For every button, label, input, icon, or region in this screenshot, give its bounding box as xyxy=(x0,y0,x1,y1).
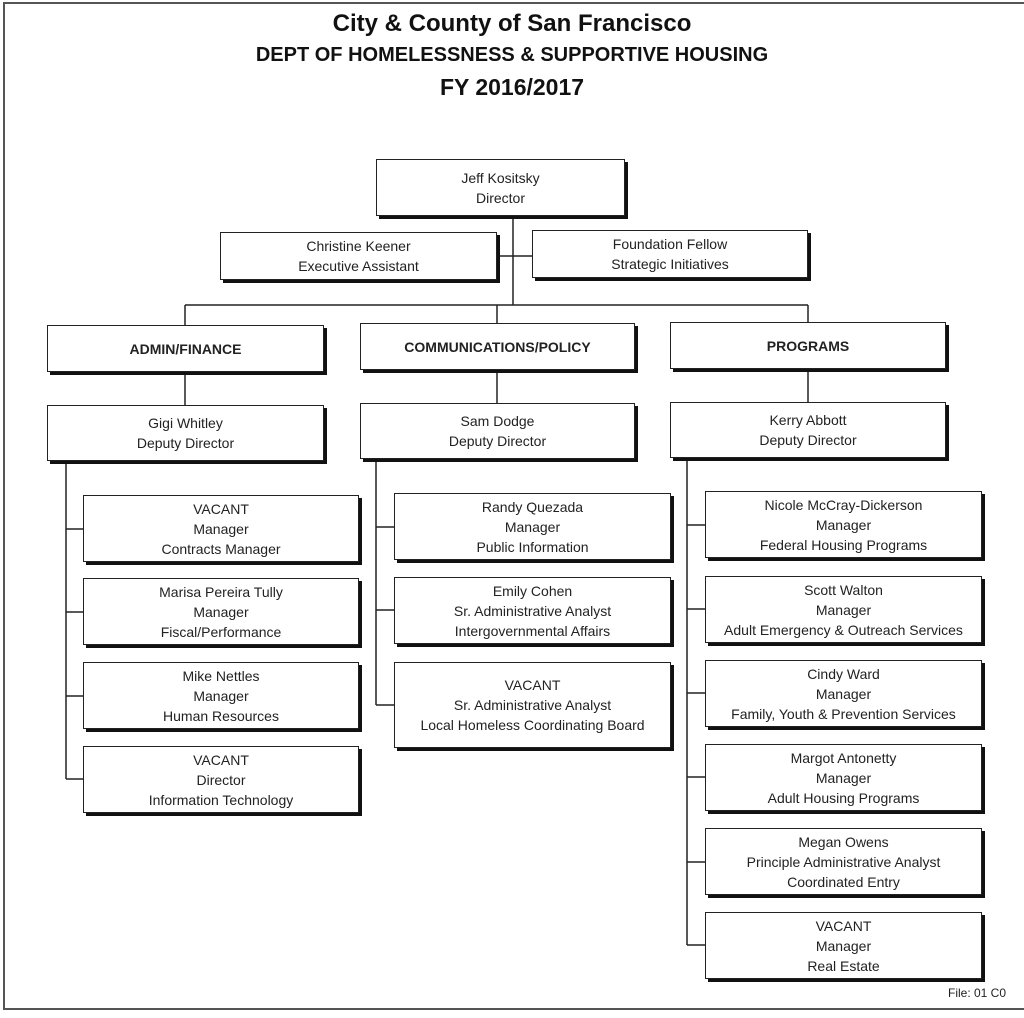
programs-deputy-box: Kerry Abbott Deputy Director xyxy=(670,402,946,458)
admin-deputy-box: Gigi Whitley Deputy Director xyxy=(47,405,324,461)
file-reference: File: 01 C0 xyxy=(948,986,1007,1000)
staff-title: Manager xyxy=(504,518,561,535)
staff-function: Intergovernmental Affairs xyxy=(454,622,611,639)
staff-function: Adult Housing Programs xyxy=(767,789,920,806)
staff-name: VACANT xyxy=(193,751,249,768)
admin-staff-box: Mike Nettles Manager Human Resources xyxy=(83,662,359,729)
assistant-name: Christine Keener xyxy=(306,238,411,254)
comms-staff-box: VACANT Sr. Administrative Analyst Local … xyxy=(394,662,671,748)
staff-title: Manager xyxy=(815,601,872,618)
staff-function: Federal Housing Programs xyxy=(759,536,928,553)
staff-name: Mike Nettles xyxy=(182,667,260,684)
staff-name: Megan Owens xyxy=(798,833,889,850)
staff-title: Manager xyxy=(193,687,249,704)
staff-title: Manager xyxy=(193,520,249,537)
staff-title: Manager xyxy=(815,769,872,786)
comms-heading-label: COMMUNICATIONS/POLICY xyxy=(404,338,591,355)
programs-staff-box: VACANT Manager Real Estate xyxy=(705,912,982,979)
foundation-fellow-box: Foundation Fellow Strategic Initiatives xyxy=(532,230,808,278)
staff-name: VACANT xyxy=(193,500,249,517)
programs-staff-box: Megan Owens Principle Administrative Ana… xyxy=(705,828,982,895)
comms-deputy-title: Deputy Director xyxy=(448,433,547,449)
staff-title: Sr. Administrative Analyst xyxy=(453,602,612,619)
staff-title: Sr. Administrative Analyst xyxy=(453,697,612,713)
comms-deputy-box: Sam Dodge Deputy Director xyxy=(360,403,635,459)
staff-function: Fiscal/Performance xyxy=(160,623,282,640)
programs-staff-box: Margot Antonetty Manager Adult Housing P… xyxy=(705,744,982,811)
admin-staff-box: Marisa Pereira Tully Manager Fiscal/Perf… xyxy=(83,578,359,645)
fellow-title: Strategic Initiatives xyxy=(611,256,729,272)
communications-policy-heading: COMMUNICATIONS/POLICY xyxy=(360,323,635,370)
admin-staff-box: VACANT Director Information Technology xyxy=(83,746,359,813)
staff-title: Manager xyxy=(815,685,872,702)
comms-deputy-name: Sam Dodge xyxy=(460,413,535,429)
programs-heading: PROGRAMS xyxy=(670,322,946,369)
staff-function: Information Technology xyxy=(148,791,294,808)
programs-deputy-title: Deputy Director xyxy=(759,432,857,448)
programs-staff-box: Nicole McCray-Dickerson Manager Federal … xyxy=(705,491,982,558)
staff-function: Local Homeless Coordinating Board xyxy=(420,717,645,733)
staff-title: Manager xyxy=(815,516,872,533)
comms-staff-box: Emily Cohen Sr. Administrative Analyst I… xyxy=(394,577,671,644)
programs-heading-label: PROGRAMS xyxy=(766,337,850,354)
staff-function: Human Resources xyxy=(163,707,279,724)
fellow-name: Foundation Fellow xyxy=(612,236,728,252)
admin-deputy-name: Gigi Whitley xyxy=(148,415,223,431)
admin-heading-label: ADMIN/FINANCE xyxy=(129,340,242,357)
staff-function: Coordinated Entry xyxy=(787,873,900,890)
staff-name: Randy Quezada xyxy=(481,498,584,515)
page-frame xyxy=(3,2,1024,1010)
staff-name: Margot Antonetty xyxy=(790,749,897,766)
director-name: Jeff Kositsky xyxy=(461,169,540,186)
staff-function: Real Estate xyxy=(807,957,880,974)
staff-function: Public Information xyxy=(476,538,589,555)
fiscal-year: FY 2016/2017 xyxy=(439,74,585,100)
director-box: Jeff Kositsky Director xyxy=(376,159,625,216)
staff-name: Nicole McCray-Dickerson xyxy=(764,496,923,513)
programs-deputy-name: Kerry Abbott xyxy=(769,412,847,428)
staff-name: Cindy Ward xyxy=(807,665,880,682)
staff-name: VACANT xyxy=(815,917,872,934)
staff-title: Director xyxy=(196,771,246,788)
staff-name: Marisa Pereira Tully xyxy=(159,583,283,600)
staff-title: Manager xyxy=(193,603,249,620)
staff-name: VACANT xyxy=(504,677,561,693)
comms-staff-box: Randy Quezada Manager Public Information xyxy=(394,493,671,560)
department-title: DEPT OF HOMELESSNESS & SUPPORTIVE HOUSIN… xyxy=(255,44,769,66)
assistant-title: Executive Assistant xyxy=(298,258,419,274)
executive-assistant-box: Christine Keener Executive Assistant xyxy=(220,232,497,280)
staff-function: Adult Emergency & Outreach Services xyxy=(724,621,963,638)
programs-staff-box: Scott Walton Manager Adult Emergency & O… xyxy=(705,576,982,643)
staff-name: Emily Cohen xyxy=(492,582,573,599)
chart-title: City & County of San Francisco xyxy=(332,10,692,37)
director-title: Director xyxy=(475,189,525,206)
admin-staff-box: VACANT Manager Contracts Manager xyxy=(83,495,359,562)
programs-staff-box: Cindy Ward Manager Family, Youth & Preve… xyxy=(705,660,982,727)
staff-name: Scott Walton xyxy=(804,581,883,598)
staff-title: Principle Administrative Analyst xyxy=(746,853,941,870)
staff-function: Family, Youth & Prevention Services xyxy=(731,705,956,722)
admin-deputy-title: Deputy Director xyxy=(136,435,235,451)
staff-title: Manager xyxy=(815,937,872,954)
admin-finance-heading: ADMIN/FINANCE xyxy=(47,325,324,372)
staff-function: Contracts Manager xyxy=(161,540,281,557)
